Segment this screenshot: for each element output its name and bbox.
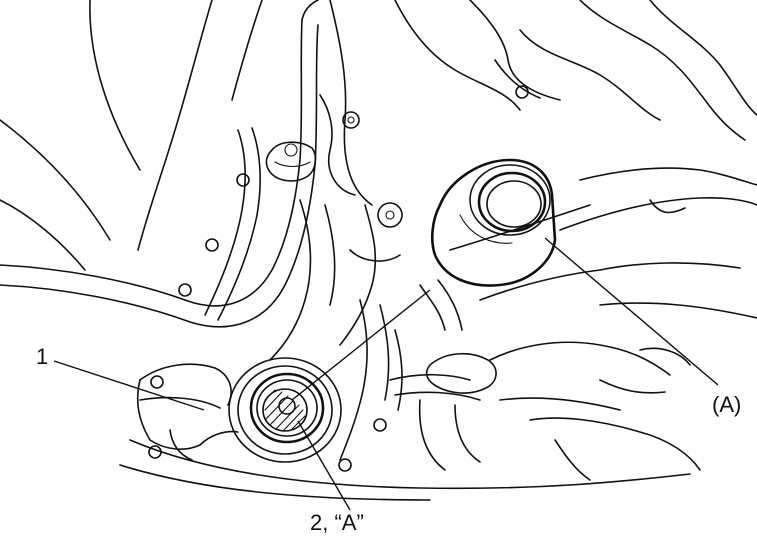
seal-hatching xyxy=(264,389,306,432)
oil-seal-assembly xyxy=(228,357,342,463)
special-tool-a-drawing xyxy=(430,158,557,287)
transmission-case-drawing xyxy=(0,0,757,501)
leader-line-2 xyxy=(297,420,351,511)
callout-2-a: 2, “A” xyxy=(310,510,364,535)
leader-line-a xyxy=(544,237,719,386)
leader-line-1 xyxy=(53,360,205,411)
leader-line-2b xyxy=(291,289,431,401)
callout-tool-a: (A) xyxy=(712,392,741,417)
callout-1: 1 xyxy=(36,344,48,369)
leader-lines xyxy=(53,237,719,511)
